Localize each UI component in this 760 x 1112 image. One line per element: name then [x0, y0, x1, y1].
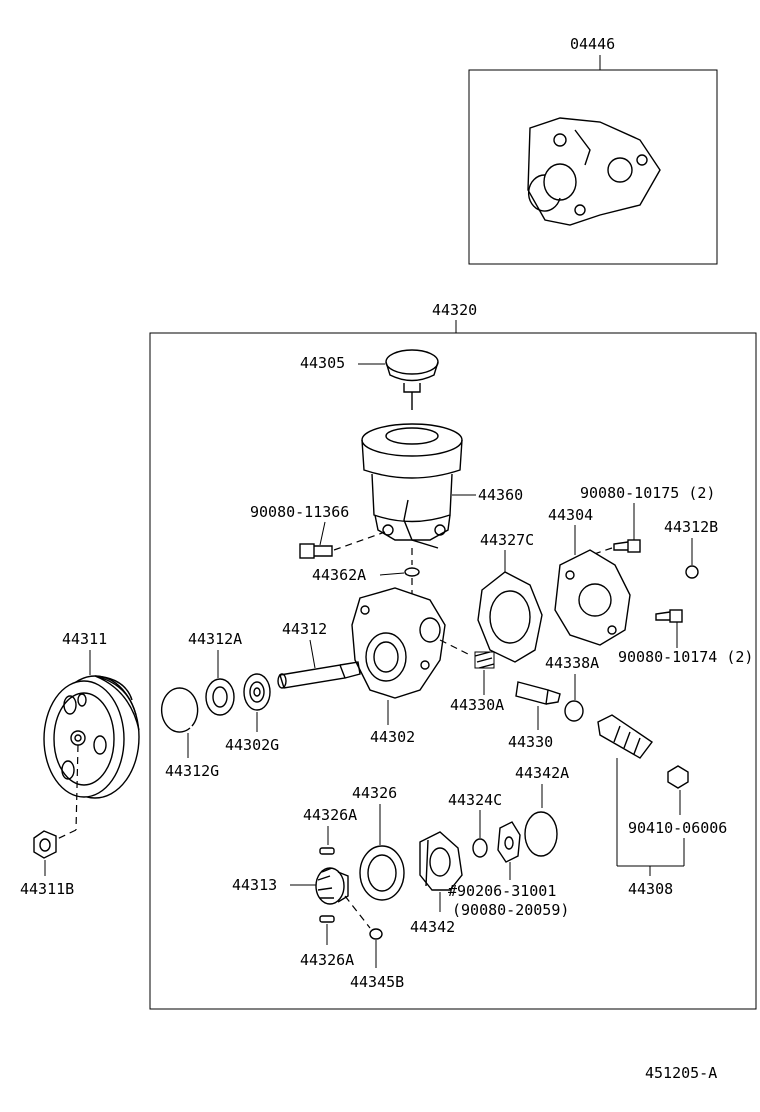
oring-44342A	[524, 811, 558, 857]
nut-44311B	[33, 830, 57, 859]
oring-44362A	[404, 567, 420, 577]
kit-box	[468, 69, 718, 265]
valve-44330	[515, 681, 561, 705]
label-44304[interactable]: 44304	[548, 506, 593, 524]
bearing-44302G	[243, 673, 271, 711]
label-44312A[interactable]: 44312A	[188, 630, 242, 648]
label-44311B[interactable]: 44311B	[20, 880, 74, 898]
label-44326A-top[interactable]: 44326A	[303, 806, 357, 824]
label-90080-20059[interactable]: (90080-20059)	[452, 901, 569, 919]
dash-pulley-nut	[75, 744, 79, 831]
cam-ring-44342	[419, 831, 463, 891]
gasket-kit-illustration	[527, 117, 661, 226]
rear-housing	[554, 549, 631, 646]
label-90080-11366[interactable]: 90080-11366	[250, 503, 349, 521]
label-44311[interactable]: 44311	[62, 630, 107, 648]
label-44302[interactable]: 44302	[370, 728, 415, 746]
shaft-44312	[277, 661, 361, 689]
label-44330[interactable]: 44330	[508, 733, 553, 751]
label-44327C[interactable]: 44327C	[480, 531, 534, 549]
dash-bolt-reservoir	[333, 531, 386, 551]
label-44308[interactable]: 44308	[628, 880, 673, 898]
seal-44312A	[205, 678, 235, 716]
leader-90080-11366	[319, 521, 326, 546]
union-44308	[597, 714, 654, 759]
label-44330A[interactable]: 44330A	[450, 696, 504, 714]
label-04446[interactable]: 04446	[570, 35, 615, 53]
label-44338A[interactable]: 44338A	[545, 654, 599, 672]
label-44342A[interactable]: 44342A	[515, 764, 569, 782]
label-90206-31001[interactable]: #90206-31001	[448, 882, 556, 900]
label-44345B[interactable]: 44345B	[350, 973, 404, 991]
label-90080-10175[interactable]: 90080-10175 (2)	[580, 484, 715, 502]
reservoir-cap	[385, 349, 439, 410]
reservoir	[361, 423, 463, 549]
leader-44312	[309, 639, 316, 669]
pin-44326A-bottom	[319, 915, 335, 923]
leader-44362A	[379, 572, 405, 576]
label-90410-06006[interactable]: 90410-06006	[628, 819, 727, 837]
label-44362A[interactable]: 44362A	[312, 566, 366, 584]
plate-44326	[359, 845, 405, 901]
label-44313[interactable]: 44313	[232, 876, 277, 894]
label-90080-10174[interactable]: 90080-10174 (2)	[618, 648, 753, 666]
pin-44326A-top	[319, 847, 335, 855]
label-44326[interactable]: 44326	[352, 784, 397, 802]
side-plate-small	[497, 821, 521, 863]
label-44305[interactable]: 44305	[300, 354, 345, 372]
label-44312G[interactable]: 44312G	[165, 762, 219, 780]
label-44302G[interactable]: 44302G	[225, 736, 279, 754]
gasket-44327C	[477, 571, 543, 663]
label-44360[interactable]: 44360	[478, 486, 523, 504]
oring-44345B	[369, 928, 383, 940]
pump-body	[351, 587, 446, 699]
bolt-90080-11366	[299, 543, 333, 559]
washer-44324C	[472, 838, 488, 858]
label-44312B[interactable]: 44312B	[664, 518, 718, 536]
label-44312[interactable]: 44312	[282, 620, 327, 638]
dash-rotor-oring	[344, 895, 371, 929]
dash-body-spring	[439, 639, 471, 656]
label-44326A-bottom[interactable]: 44326A	[300, 951, 354, 969]
label-44320[interactable]: 44320	[432, 301, 477, 319]
assembly-box	[149, 332, 757, 1010]
diagram-id: 451205-A	[645, 1064, 717, 1082]
pulley-44311	[43, 675, 140, 799]
label-44324C[interactable]: 44324C	[448, 791, 502, 809]
snapring-44312G	[160, 687, 199, 733]
dash-bolt-housing	[587, 547, 613, 557]
label-44342[interactable]: 44342	[410, 918, 455, 936]
bolt-90080-10174	[655, 609, 683, 623]
rotor-44313	[315, 867, 349, 905]
nut-44312B	[685, 565, 699, 579]
spring-44330A	[474, 651, 495, 669]
dash-pulley-nut-2	[54, 829, 77, 841]
bolt-90080-10175	[613, 539, 641, 553]
oring-44338A	[564, 700, 584, 722]
plug-90410-06006	[667, 765, 689, 789]
